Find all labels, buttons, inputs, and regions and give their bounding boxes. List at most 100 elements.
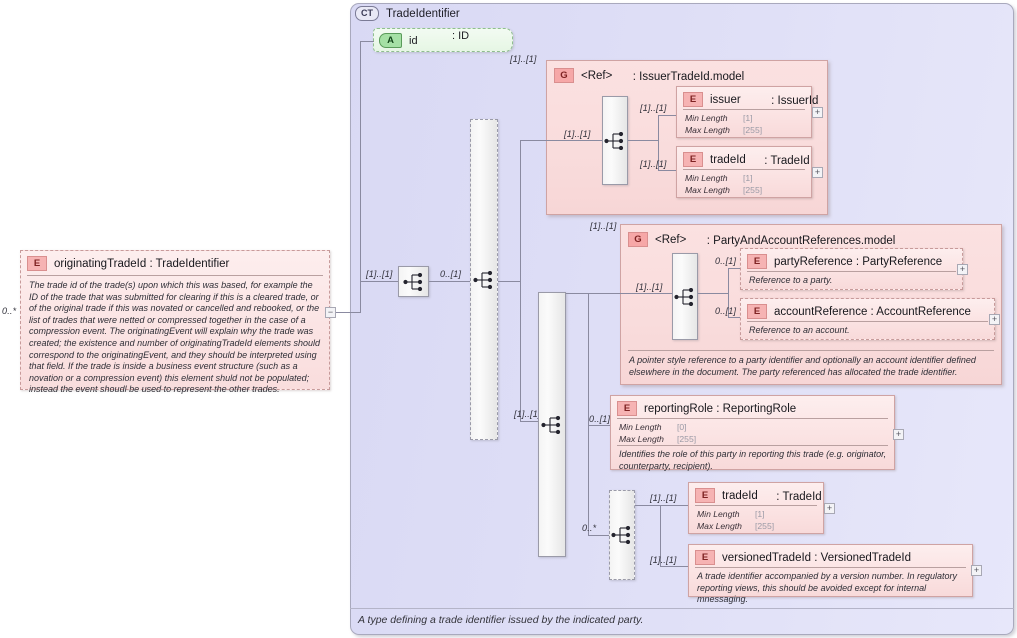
originating-trade-id-rule [27, 275, 323, 276]
facet-value: [1] [755, 509, 765, 519]
inner-branchB-line [588, 425, 610, 426]
element-trade-id-expand-button[interactable]: + [812, 167, 823, 178]
group-party-header: G<Ref> : PartyAndAccountReferences.model [628, 231, 895, 249]
element-badge-icon: E [695, 550, 715, 566]
originating-trade-id-title: originatingTradeId : TradeIdentifier [54, 257, 230, 270]
facet-value: [1] [743, 113, 753, 123]
group-party-type: : PartyAndAccountReferences.model [706, 235, 896, 247]
element-badge-icon: E [27, 256, 47, 272]
group1-branch-tradeid [658, 170, 676, 171]
root-sequence-connector[interactable] [398, 266, 429, 297]
reporting-role-cardinality: 0..[1] [589, 414, 611, 424]
element-badge-icon: E [683, 92, 703, 108]
inner-branchA-vertical [588, 293, 589, 425]
element-account-reference-rule [747, 321, 988, 322]
sequence-icon [674, 287, 694, 306]
facet-label: Min Length [697, 509, 740, 519]
originating-trade-id-collapse-button[interactable]: − [325, 307, 336, 318]
attribute-connector-vertical [360, 41, 361, 281]
bottom-choice-cardinality: 0..* [582, 523, 597, 533]
group-badge-icon: G [628, 232, 648, 248]
element-reporting-role-expand-button[interactable]: + [893, 429, 904, 440]
complex-type-badge-icon: CT [355, 6, 379, 22]
sequence-icon [402, 272, 422, 291]
root-to-choice-line [429, 281, 470, 282]
element-badge-icon: E [683, 152, 703, 168]
element-trade-id-bottom-name: tradeId [722, 489, 758, 502]
originating-trade-id-cardinality: 0..* [2, 306, 17, 316]
group1-branch-stub [628, 140, 658, 141]
complex-type-name: TradeIdentifier [386, 7, 460, 20]
group2-branch-vertical [728, 268, 729, 317]
element-party-reference-doc: Reference to a party. [749, 275, 833, 285]
group1-branch-vertical [658, 115, 659, 170]
root-sequence-cardinality: [1]..[1] [366, 269, 393, 279]
element-party-reference-title: partyReference : PartyReference [774, 255, 943, 268]
group2-seq-in-line [620, 293, 672, 294]
group-issuer-header: G<Ref> : IssuerTradeId.model [554, 67, 744, 85]
complex-type-footer-divider [350, 608, 1014, 635]
group2-branch-account [728, 317, 740, 318]
complex-type-title-row: CT TradeIdentifier [355, 5, 460, 23]
issuer-cardinality: [1]..[1] [640, 103, 667, 113]
versioned-trade-id-cardinality: [1]..[1] [650, 555, 677, 565]
element-reporting-role-title: reportingRole : ReportingRole [644, 402, 797, 415]
element-issuer-type: : IssuerId [771, 95, 819, 107]
element-versioned-trade-id-expand-button[interactable]: + [971, 565, 982, 576]
facet-label: Min Length [685, 173, 728, 183]
element-trade-id-facets: Min Length[1] Max Length[255] [685, 173, 762, 196]
element-trade-id-bottom-expand-button[interactable]: + [824, 503, 835, 514]
inner-choice-cardinality: [1]..[1] [514, 409, 541, 419]
facet-value: [1] [743, 173, 753, 183]
originating-link-vertical [360, 281, 361, 313]
group-party-doc: A pointer style reference to a party ide… [629, 355, 976, 377]
facet-value: [255] [743, 124, 763, 135]
element-account-reference-expand-button[interactable]: + [989, 314, 1000, 325]
group1-seq-in-line [546, 140, 602, 141]
main-choice-connector[interactable] [470, 119, 498, 440]
choice-icon [473, 270, 493, 289]
inner-branchC-stub [588, 535, 609, 536]
element-reporting-role-doc: Identifies the role of this party in rep… [619, 449, 887, 471]
account-reference-cardinality: 0..[1] [715, 306, 737, 316]
element-badge-icon: E [617, 401, 637, 417]
element-issuer-rule [683, 109, 805, 110]
element-trade-id-type: : TradeId [764, 155, 810, 167]
element-trade-id-bottom-rule [695, 505, 817, 506]
group2-sequence-connector[interactable] [672, 253, 698, 340]
attribute-connector-horizontal [360, 41, 374, 42]
complex-type-description: A type defining a trade identifier issue… [358, 614, 644, 626]
choice-branch1-stub [498, 281, 520, 282]
facet-label: Max Length [685, 124, 730, 135]
root-sequence-in-line [360, 281, 398, 282]
choice-branch2-vertical [520, 281, 521, 421]
element-party-reference-expand-button[interactable]: + [957, 264, 968, 275]
facet-value: [255] [743, 184, 763, 195]
choice-branch2-stub [520, 421, 538, 422]
bottom-choice-connector[interactable] [609, 490, 635, 580]
element-issuer-expand-button[interactable]: + [812, 107, 823, 118]
inner-sequence-connector[interactable] [538, 292, 566, 557]
bottom-choice-branch-vertical [660, 505, 661, 566]
sequence-icon [541, 415, 561, 434]
originating-trade-id-doc: The trade id of the trade(s) upon which … [29, 280, 321, 395]
group1-sequence-connector[interactable] [602, 96, 628, 185]
element-trade-id-rule [683, 169, 805, 170]
facet-label: Max Length [619, 433, 664, 444]
facet-label: Min Length [685, 113, 728, 123]
element-account-reference-title: accountReference : AccountReference [774, 305, 971, 318]
bottom-choice-branch-versioned [660, 566, 688, 567]
